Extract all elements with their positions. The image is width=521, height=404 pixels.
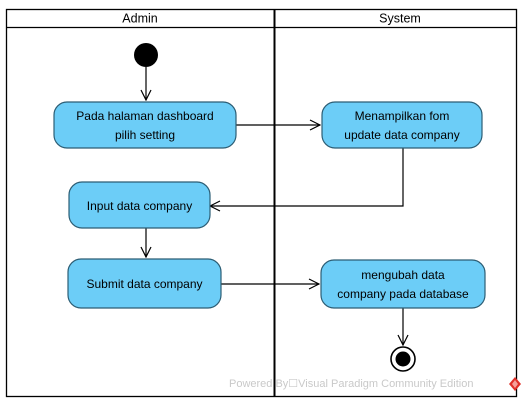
action-label-line: Pada halaman dashboard bbox=[76, 109, 213, 123]
lane-title-admin: Admin bbox=[122, 12, 157, 26]
action-pilih-setting[interactable]: Pada halaman dashboard pilih setting bbox=[53, 101, 237, 149]
action-label-line: Submit data company bbox=[86, 277, 202, 291]
initial-node bbox=[134, 43, 158, 67]
final-node bbox=[390, 346, 416, 372]
action-label-line: pilih setting bbox=[115, 128, 175, 142]
action-label-line: company pada database bbox=[337, 287, 469, 301]
edges bbox=[146, 67, 403, 345]
action-label-line: Input data company bbox=[87, 199, 192, 213]
action-input-data[interactable]: Input data company bbox=[68, 181, 211, 229]
watermark: Powered By☐Visual Paradigm Community Edi… bbox=[229, 378, 474, 390]
action-label-line: mengubah data bbox=[361, 268, 445, 282]
visual-paradigm-logo-icon bbox=[509, 377, 521, 391]
action-tampil-form[interactable]: Menampilkan fom update data company bbox=[321, 101, 483, 149]
action-label-line: update data company bbox=[344, 128, 459, 142]
lane-title-system: System bbox=[379, 12, 421, 26]
action-label-line: Menampilkan fom bbox=[355, 109, 450, 123]
edge-form-to-input bbox=[210, 148, 404, 206]
action-ubah-data[interactable]: mengubah data company pada database bbox=[320, 259, 486, 309]
action-submit-data[interactable]: Submit data company bbox=[67, 258, 222, 309]
